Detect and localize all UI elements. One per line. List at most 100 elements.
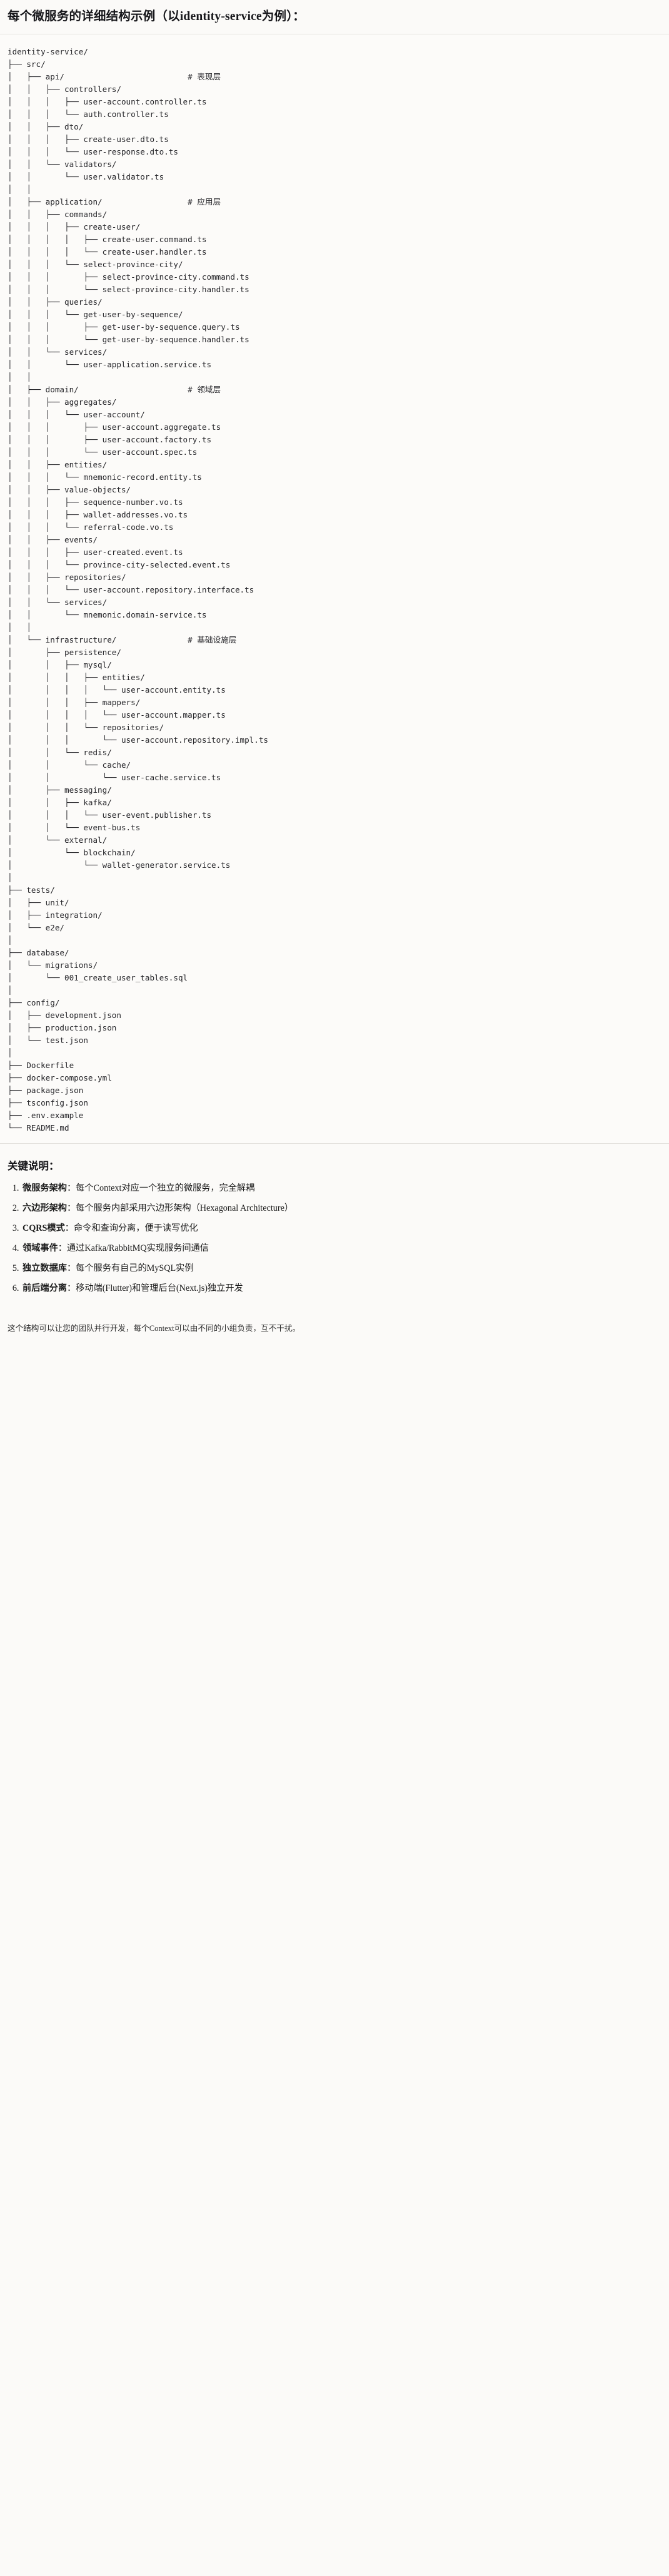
tree-line: │ │ │ └── referral-code.vo.ts: [8, 522, 174, 532]
tree-line: │ │ │ └── user-account.repository.impl.t…: [8, 735, 269, 745]
tree-line: ├── package.json: [8, 1086, 84, 1096]
tree-line: │ │ └── event-bus.ts: [8, 823, 141, 833]
divider-bottom: [0, 1143, 669, 1144]
tree-line: │ ├── application/ # 应用层: [8, 197, 221, 207]
tree-line: ├── config/: [8, 998, 60, 1008]
key-note-item: CQRS模式：命令和查询分离，便于读写优化: [21, 1221, 661, 1235]
tree-line: │ ├── messaging/: [8, 785, 112, 795]
tree-line: │ └── infrastructure/ # 基础设施层: [8, 635, 237, 645]
tree-line: │ │ │ ├── mappers/: [8, 698, 141, 708]
tree-line: │ │ └── user-application.service.ts: [8, 360, 212, 370]
tree-line: │ │ │ ├── user-account.aggregate.ts: [8, 422, 221, 432]
tree-line: │ │ ├── queries/: [8, 297, 103, 307]
directory-tree-block: identity-service/ ├── src/ │ ├── api/ # 表现…: [0, 34, 669, 1144]
tree-line: │ │ │ └── auth.controller.ts: [8, 109, 169, 120]
tree-line: │ │ │ ├── create-user.dto.ts: [8, 135, 169, 145]
tree-line: │ │ │ │ ├── create-user.command.ts: [8, 235, 207, 245]
tree-line: │ │ └── services/: [8, 347, 108, 357]
tree-line: │ └── 001_create_user_tables.sql: [8, 973, 188, 983]
tree-line: │ │ │ └── get-user-by-sequence.handler.t…: [8, 335, 249, 345]
tree-line: │ ├── development.json: [8, 1011, 121, 1021]
directory-tree: identity-service/ ├── src/ │ ├── api/ # 表现…: [0, 46, 669, 1134]
tree-line: │: [8, 873, 13, 883]
key-notes-heading: 关键说明：: [8, 1160, 59, 1173]
tree-line: │ │ │ └── user-event.publisher.ts: [8, 810, 212, 820]
tree-line-comment: # 应用层: [188, 197, 221, 207]
tree-line: │ │ └── validators/: [8, 160, 117, 170]
tree-line: │ │ └── services/: [8, 598, 108, 608]
key-note-term: 领域事件: [23, 1243, 58, 1254]
tree-line: │ │ └── cache/: [8, 760, 131, 770]
tree-line: ├── database/: [8, 948, 69, 958]
tree-line: │ │: [8, 185, 31, 195]
tree-line: │ │ ├── commands/: [8, 210, 108, 220]
tree-line: └── README.md: [8, 1123, 69, 1133]
tree-line: │ └── e2e/: [8, 923, 64, 933]
tree-line: ├── tsconfig.json: [8, 1098, 88, 1108]
key-notes-section: 关键说明： 微服务架构：每个Context对应一个独立的微服务，完全解耦六边形架…: [0, 1144, 669, 1308]
tree-line-comment: # 基础设施层: [188, 635, 237, 645]
key-note-item: 六边形架构：每个服务内部采用六边形架构（Hexagonal Architectu…: [21, 1201, 661, 1215]
tree-line: │ │ ├── kafka/: [8, 798, 112, 808]
key-note-desc: ：命令和查询分离，便于读写优化: [64, 1223, 198, 1234]
key-notes-list: 微服务架构：每个Context对应一个独立的微服务，完全解耦六边形架构：每个服务…: [8, 1181, 661, 1295]
key-note-item: 前后端分离：移动端(Flutter)和管理后台(Next.js)独立开发: [21, 1281, 661, 1295]
tree-line: │ ├── domain/ # 领域层: [8, 385, 221, 395]
tree-line-comment: # 表现层: [188, 72, 221, 82]
tree-line: ├── .env.example: [8, 1111, 84, 1121]
tree-line: │ │ │ └── select-province-city/: [8, 260, 183, 270]
key-note-term: CQRS模式: [23, 1223, 65, 1234]
tree-line: │ │ │ └── repositories/: [8, 723, 164, 733]
tree-line: │: [8, 935, 13, 945]
tree-line: │ │ │ └── get-user-by-sequence/: [8, 310, 183, 320]
tree-line: │ │ │ └── province-city-selected.event.t…: [8, 560, 231, 570]
tree-line: │: [8, 1048, 13, 1058]
tree-line: │ │ └── mnemonic.domain-service.ts: [8, 610, 207, 620]
key-note-desc: ：每个服务内部采用六边形架构（Hexagonal Architecture）: [66, 1203, 294, 1214]
tree-line: │ │ │ └── user-account.repository.interf…: [8, 585, 254, 595]
key-note-term: 六边形架构: [23, 1203, 67, 1214]
tree-line: │ │ ├── events/: [8, 535, 98, 545]
tree-line: │ │ │ ├── user-created.event.ts: [8, 547, 183, 557]
tree-line: ├── src/: [8, 59, 46, 69]
tree-line: │ └── migrations/: [8, 960, 98, 970]
key-note-desc: ：移动端(Flutter)和管理后台(Next.js)独立开发: [66, 1283, 243, 1294]
tree-line: │ ├── persistence/: [8, 648, 121, 658]
tree-line: │: [8, 985, 13, 995]
tree-line: │ │ │ ├── user-account.factory.ts: [8, 435, 212, 445]
tree-line: │ │ ├── entities/: [8, 460, 108, 470]
key-note-desc: ：通过Kafka/RabbitMQ实现服务间通信: [58, 1243, 209, 1254]
tree-line: ├── docker-compose.yml: [8, 1073, 112, 1083]
key-note-term: 独立数据库: [23, 1263, 67, 1274]
tree-line: │ │ │ ├── sequence-number.vo.ts: [8, 497, 183, 507]
key-note-desc: ：每个Context对应一个独立的微服务，完全解耦: [66, 1183, 255, 1194]
key-note-term: 前后端分离: [23, 1283, 67, 1294]
tree-line: │ │ │ │ └── user-account.mapper.ts: [8, 710, 226, 720]
tree-line: │ │ │ └── user-response.dto.ts: [8, 147, 178, 157]
tree-line: │ │: [8, 372, 31, 382]
tree-line: identity-service/: [8, 47, 88, 57]
tree-line: │ │ └── user.validator.ts: [8, 172, 164, 182]
tree-line: │ └── external/: [8, 835, 108, 845]
tree-line: ├── Dockerfile: [8, 1061, 74, 1071]
tree-line: │ │ │ ├── select-province-city.command.t…: [8, 272, 249, 282]
key-note-term: 微服务架构: [23, 1183, 67, 1194]
tree-line: ├── tests/: [8, 885, 55, 895]
tree-line: │ │ │ └── user-account.spec.ts: [8, 447, 198, 457]
tree-line: │ └── blockchain/: [8, 848, 136, 858]
tree-line: │ └── test.json: [8, 1036, 88, 1046]
tree-line: │ │ │ ├── user-account.controller.ts: [8, 97, 207, 107]
tree-line: │ │ │ └── mnemonic-record.entity.ts: [8, 472, 202, 482]
key-note-item: 领域事件：通过Kafka/RabbitMQ实现服务间通信: [21, 1241, 661, 1255]
tree-line: │ │ │ └── select-province-city.handler.t…: [8, 285, 249, 295]
tree-line: │ ├── production.json: [8, 1023, 117, 1033]
tree-line: │ ├── api/ # 表现层: [8, 72, 221, 82]
tree-line: │ ├── unit/: [8, 898, 69, 908]
key-note-item: 独立数据库：每个服务有自己的MySQL实例: [21, 1261, 661, 1275]
tree-line: │ │ │ ├── wallet-addresses.vo.ts: [8, 510, 188, 520]
key-note-desc: ：每个服务有自己的MySQL实例: [66, 1263, 194, 1274]
tree-line: │ │ │ │ └── create-user.handler.ts: [8, 247, 207, 257]
tree-line: │ │ │ ├── entities/: [8, 673, 145, 683]
tree-line: │ │ └── redis/: [8, 748, 112, 758]
tree-line: │ │ ├── aggregates/: [8, 397, 117, 407]
